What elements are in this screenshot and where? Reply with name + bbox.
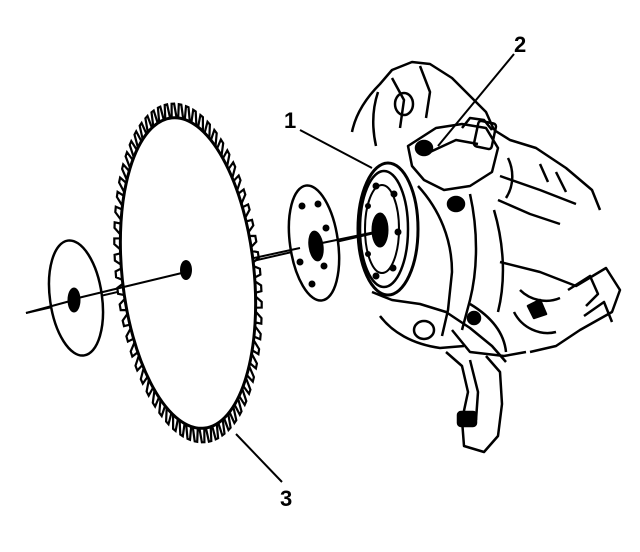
callout-2: 2 — [514, 32, 526, 57]
callout-leaders — [235, 53, 515, 483]
axis-overlay — [25, 230, 381, 314]
callout-1: 1 — [284, 108, 296, 133]
engine-block — [350, 60, 622, 454]
leader-line-2 — [437, 53, 515, 147]
ring-gear-center-hole — [180, 260, 192, 280]
leader-line-3 — [235, 433, 283, 483]
callout-3: 3 — [280, 486, 292, 511]
reluctor-hub-part-1 — [356, 161, 420, 297]
leader-line-1 — [299, 129, 373, 169]
ring-gear-part-3 — [113, 102, 263, 444]
spacer-disc — [287, 184, 341, 302]
front-washer — [47, 239, 105, 357]
